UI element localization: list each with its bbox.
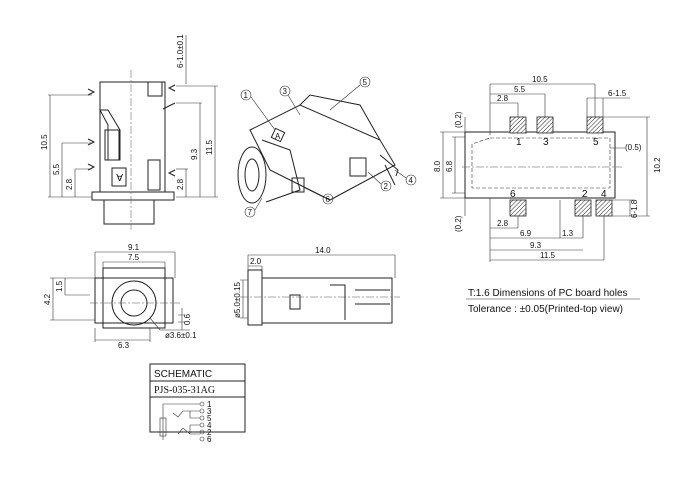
svg-text:ø5.0±0.15: ø5.0±0.15 — [233, 281, 242, 318]
svg-text:4: 4 — [207, 421, 212, 430]
iso-marker-a: A — [275, 132, 281, 141]
svg-text:2.0: 2.0 — [250, 257, 262, 266]
schematic-part-number: PJS-035-31AG — [154, 385, 215, 396]
svg-text:2: 2 — [384, 182, 389, 191]
svg-text:3: 3 — [207, 407, 212, 416]
svg-text:6: 6 — [207, 435, 212, 444]
schematic: SCHEMATIC PJS-035-31AG 1 3 5 4 2 6 — [149, 363, 246, 444]
svg-text:6.9: 6.9 — [520, 229, 532, 238]
svg-text:6.3: 6.3 — [118, 341, 130, 350]
pin-1: 1 — [516, 137, 522, 148]
schematic-title: SCHEMATIC — [154, 369, 212, 380]
svg-text:2: 2 — [207, 428, 212, 437]
side-view: 14.0 2.0 ø5.0±0.15 — [233, 246, 400, 326]
svg-text:14.0: 14.0 — [315, 246, 331, 255]
svg-text:1.5: 1.5 — [55, 280, 64, 292]
dim-2-8-right: 2.8 — [176, 178, 185, 190]
svg-text:9.1: 9.1 — [128, 243, 140, 252]
svg-text:1.3: 1.3 — [562, 229, 574, 238]
svg-text:(0.2): (0.2) — [454, 215, 463, 232]
svg-text:2.8: 2.8 — [497, 219, 509, 228]
dim-2-8-left: 2.8 — [65, 178, 74, 190]
isometric-view: A 1 3 5 4 2 6 7 — [237, 76, 417, 218]
svg-text:6.8: 6.8 — [445, 160, 454, 172]
svg-text:5: 5 — [363, 78, 368, 87]
svg-text:4.2: 4.2 — [43, 293, 52, 305]
svg-text:5.5: 5.5 — [514, 85, 526, 94]
pin-6: 6 — [510, 189, 516, 200]
top-view: A 10.5 5.5 2.8 9.3 11.5 2.8 6-1.0±0.1 — [40, 34, 218, 230]
svg-text:7.5: 7.5 — [128, 253, 140, 262]
svg-text:(0.5): (0.5) — [625, 143, 642, 152]
svg-text:8.0: 8.0 — [433, 160, 442, 172]
svg-text:3: 3 — [283, 87, 288, 96]
pin-5: 5 — [593, 137, 599, 148]
callouts: 1 3 5 4 2 6 7 — [240, 76, 417, 218]
note-board-holes: T:1.6 Dimensions of PC board holes — [468, 288, 628, 299]
dim-pin-width: 6-1.0±0.1 — [176, 34, 185, 68]
dim-9-3: 9.3 — [190, 148, 199, 160]
schematic-symbol: 1 3 5 4 2 6 — [159, 400, 212, 444]
svg-text:6: 6 — [326, 195, 331, 204]
svg-text:5: 5 — [207, 414, 212, 423]
pin-3: 3 — [543, 137, 549, 148]
front-view: 9.1 7.5 4.2 1.5 0.6 6.3 ø3.6±0.1 — [43, 243, 197, 350]
pin-4: 4 — [601, 189, 607, 200]
svg-text:9.3: 9.3 — [530, 241, 542, 250]
svg-text:11.5: 11.5 — [540, 251, 556, 260]
svg-text:ø3.6±0.1: ø3.6±0.1 — [165, 331, 197, 340]
svg-text:2.8: 2.8 — [497, 94, 509, 103]
dim-10-5: 10.5 — [40, 134, 49, 150]
dim-5-5: 5.5 — [52, 163, 61, 175]
marker-a: A — [116, 171, 123, 182]
svg-text:6-1.5: 6-1.5 — [608, 89, 627, 98]
svg-text:7: 7 — [248, 208, 253, 217]
svg-text:1: 1 — [244, 91, 249, 100]
notes: T:1.6 Dimensions of PC board holes Toler… — [466, 288, 640, 315]
svg-text:0.6: 0.6 — [183, 313, 192, 325]
svg-text:10.5: 10.5 — [532, 75, 548, 84]
note-tolerance: Tolerance : ±0.05(Printed-top view) — [468, 304, 623, 315]
svg-text:6-1.8: 6-1.8 — [630, 199, 639, 218]
pcb-layout: 1 3 5 6 2 4 10.5 5.5 2.8 6-1.5 (0.2) 8.0… — [433, 75, 662, 262]
svg-text:1: 1 — [207, 400, 212, 409]
svg-text:(0.2): (0.2) — [454, 111, 463, 128]
svg-text:4: 4 — [409, 176, 414, 185]
dim-11-5: 11.5 — [205, 139, 214, 155]
svg-text:10.2: 10.2 — [653, 157, 662, 173]
pin-2: 2 — [582, 189, 588, 200]
